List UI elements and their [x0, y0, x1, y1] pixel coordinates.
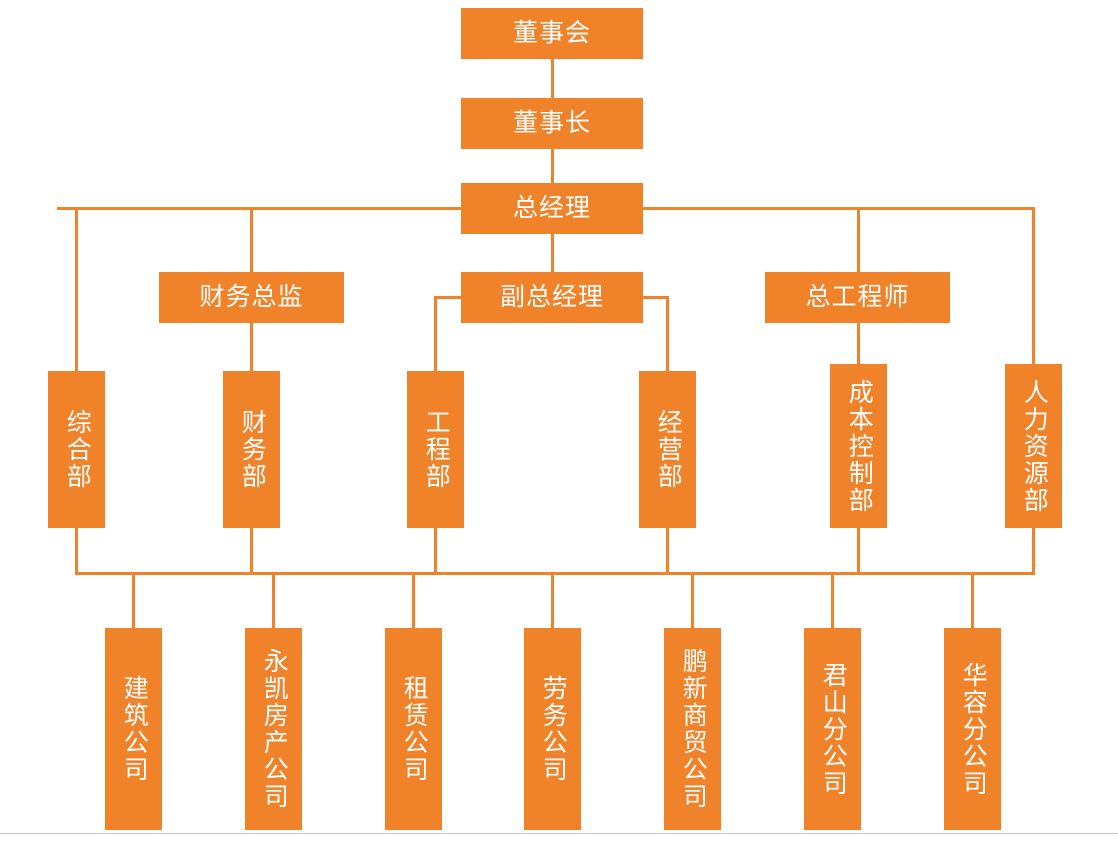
node-label: 工程部 [422, 409, 451, 490]
connector-gm-to-chief-engineer [857, 207, 860, 273]
footer-divider [0, 833, 1118, 834]
connector-finance-dept-down [250, 527, 253, 575]
node-finance-dept[interactable]: 财务部 [223, 371, 280, 528]
connector-deputy-gm-to-operations [666, 296, 669, 372]
connector-cost-control-down [857, 527, 860, 575]
node-cost-control-dept[interactable]: 成本控制部 [830, 364, 887, 528]
connector-sub-6 [831, 572, 834, 629]
connector-deputy-gm-right-arm [641, 296, 669, 299]
node-label: 君山分公司 [819, 661, 848, 797]
connector-sub-1 [132, 572, 135, 629]
connector-gm-to-deputy-gm [551, 232, 554, 273]
connector-engineering-down [434, 527, 437, 575]
node-hr-dept[interactable]: 人力资源部 [1005, 364, 1062, 528]
node-label: 董事会 [512, 18, 591, 47]
connector-sub-3 [412, 572, 415, 629]
connector-chairman-to-gm [551, 148, 554, 185]
node-subsidiary-junshan-branch[interactable]: 君山分公司 [804, 628, 861, 830]
connector-general-affairs-down [75, 527, 78, 575]
node-subsidiary-labor-services[interactable]: 劳务公司 [524, 628, 581, 830]
node-label: 总经理 [512, 193, 591, 222]
connector-sub-4 [551, 572, 554, 629]
node-label: 华容分公司 [959, 661, 988, 797]
connector-chief-engineer-to-cost-control [857, 322, 860, 372]
node-label: 董事长 [512, 108, 591, 137]
connector-sub-5 [691, 572, 694, 629]
connector-gm-to-finance-director [250, 207, 253, 273]
node-engineering-dept[interactable]: 工程部 [407, 371, 464, 528]
node-label: 总工程师 [805, 282, 910, 311]
node-label: 永凯房产公司 [260, 648, 289, 810]
connector-hr-down [1032, 527, 1035, 575]
connector-sub-7 [971, 572, 974, 629]
node-label: 鹏新商贸公司 [679, 648, 708, 810]
node-label: 财务总监 [199, 282, 304, 311]
node-board-of-directors[interactable]: 董事会 [461, 8, 643, 59]
node-label: 人力资源部 [1020, 378, 1049, 514]
node-label: 劳务公司 [539, 675, 568, 783]
node-subsidiary-huarong-branch[interactable]: 华容分公司 [944, 628, 1001, 830]
node-label: 财务部 [238, 409, 267, 490]
node-general-manager[interactable]: 总经理 [461, 183, 643, 234]
node-deputy-general-manager[interactable]: 副总经理 [461, 272, 643, 323]
connector-deputy-gm-to-engineering [434, 296, 437, 372]
node-label: 建筑公司 [120, 675, 149, 783]
node-label: 租赁公司 [400, 675, 429, 783]
connector-gm-to-hr [1032, 207, 1035, 372]
node-label: 成本控制部 [845, 378, 874, 514]
bus-line-subsidiary [75, 572, 1035, 575]
node-chairman[interactable]: 董事长 [461, 98, 643, 149]
node-label: 副总经理 [499, 282, 604, 311]
node-general-affairs-dept[interactable]: 综合部 [48, 371, 105, 528]
node-finance-director[interactable]: 财务总监 [159, 272, 344, 323]
node-label: 经营部 [654, 409, 683, 490]
connector-sub-2 [272, 572, 275, 629]
connector-board-to-chairman [551, 59, 554, 99]
node-subsidiary-construction[interactable]: 建筑公司 [105, 628, 162, 830]
connector-operations-down [666, 527, 669, 575]
connector-finance-director-to-finance-dept [250, 322, 253, 372]
node-subsidiary-pengxin-trading[interactable]: 鹏新商贸公司 [664, 628, 721, 830]
node-subsidiary-leasing[interactable]: 租赁公司 [385, 628, 442, 830]
node-subsidiary-yongkai-realestate[interactable]: 永凯房产公司 [245, 628, 302, 830]
connector-deputy-gm-left-arm [434, 296, 462, 299]
node-operations-dept[interactable]: 经营部 [639, 371, 696, 528]
node-chief-engineer[interactable]: 总工程师 [765, 272, 950, 323]
connector-gm-to-general-affairs [75, 207, 78, 372]
node-label: 综合部 [63, 409, 92, 490]
